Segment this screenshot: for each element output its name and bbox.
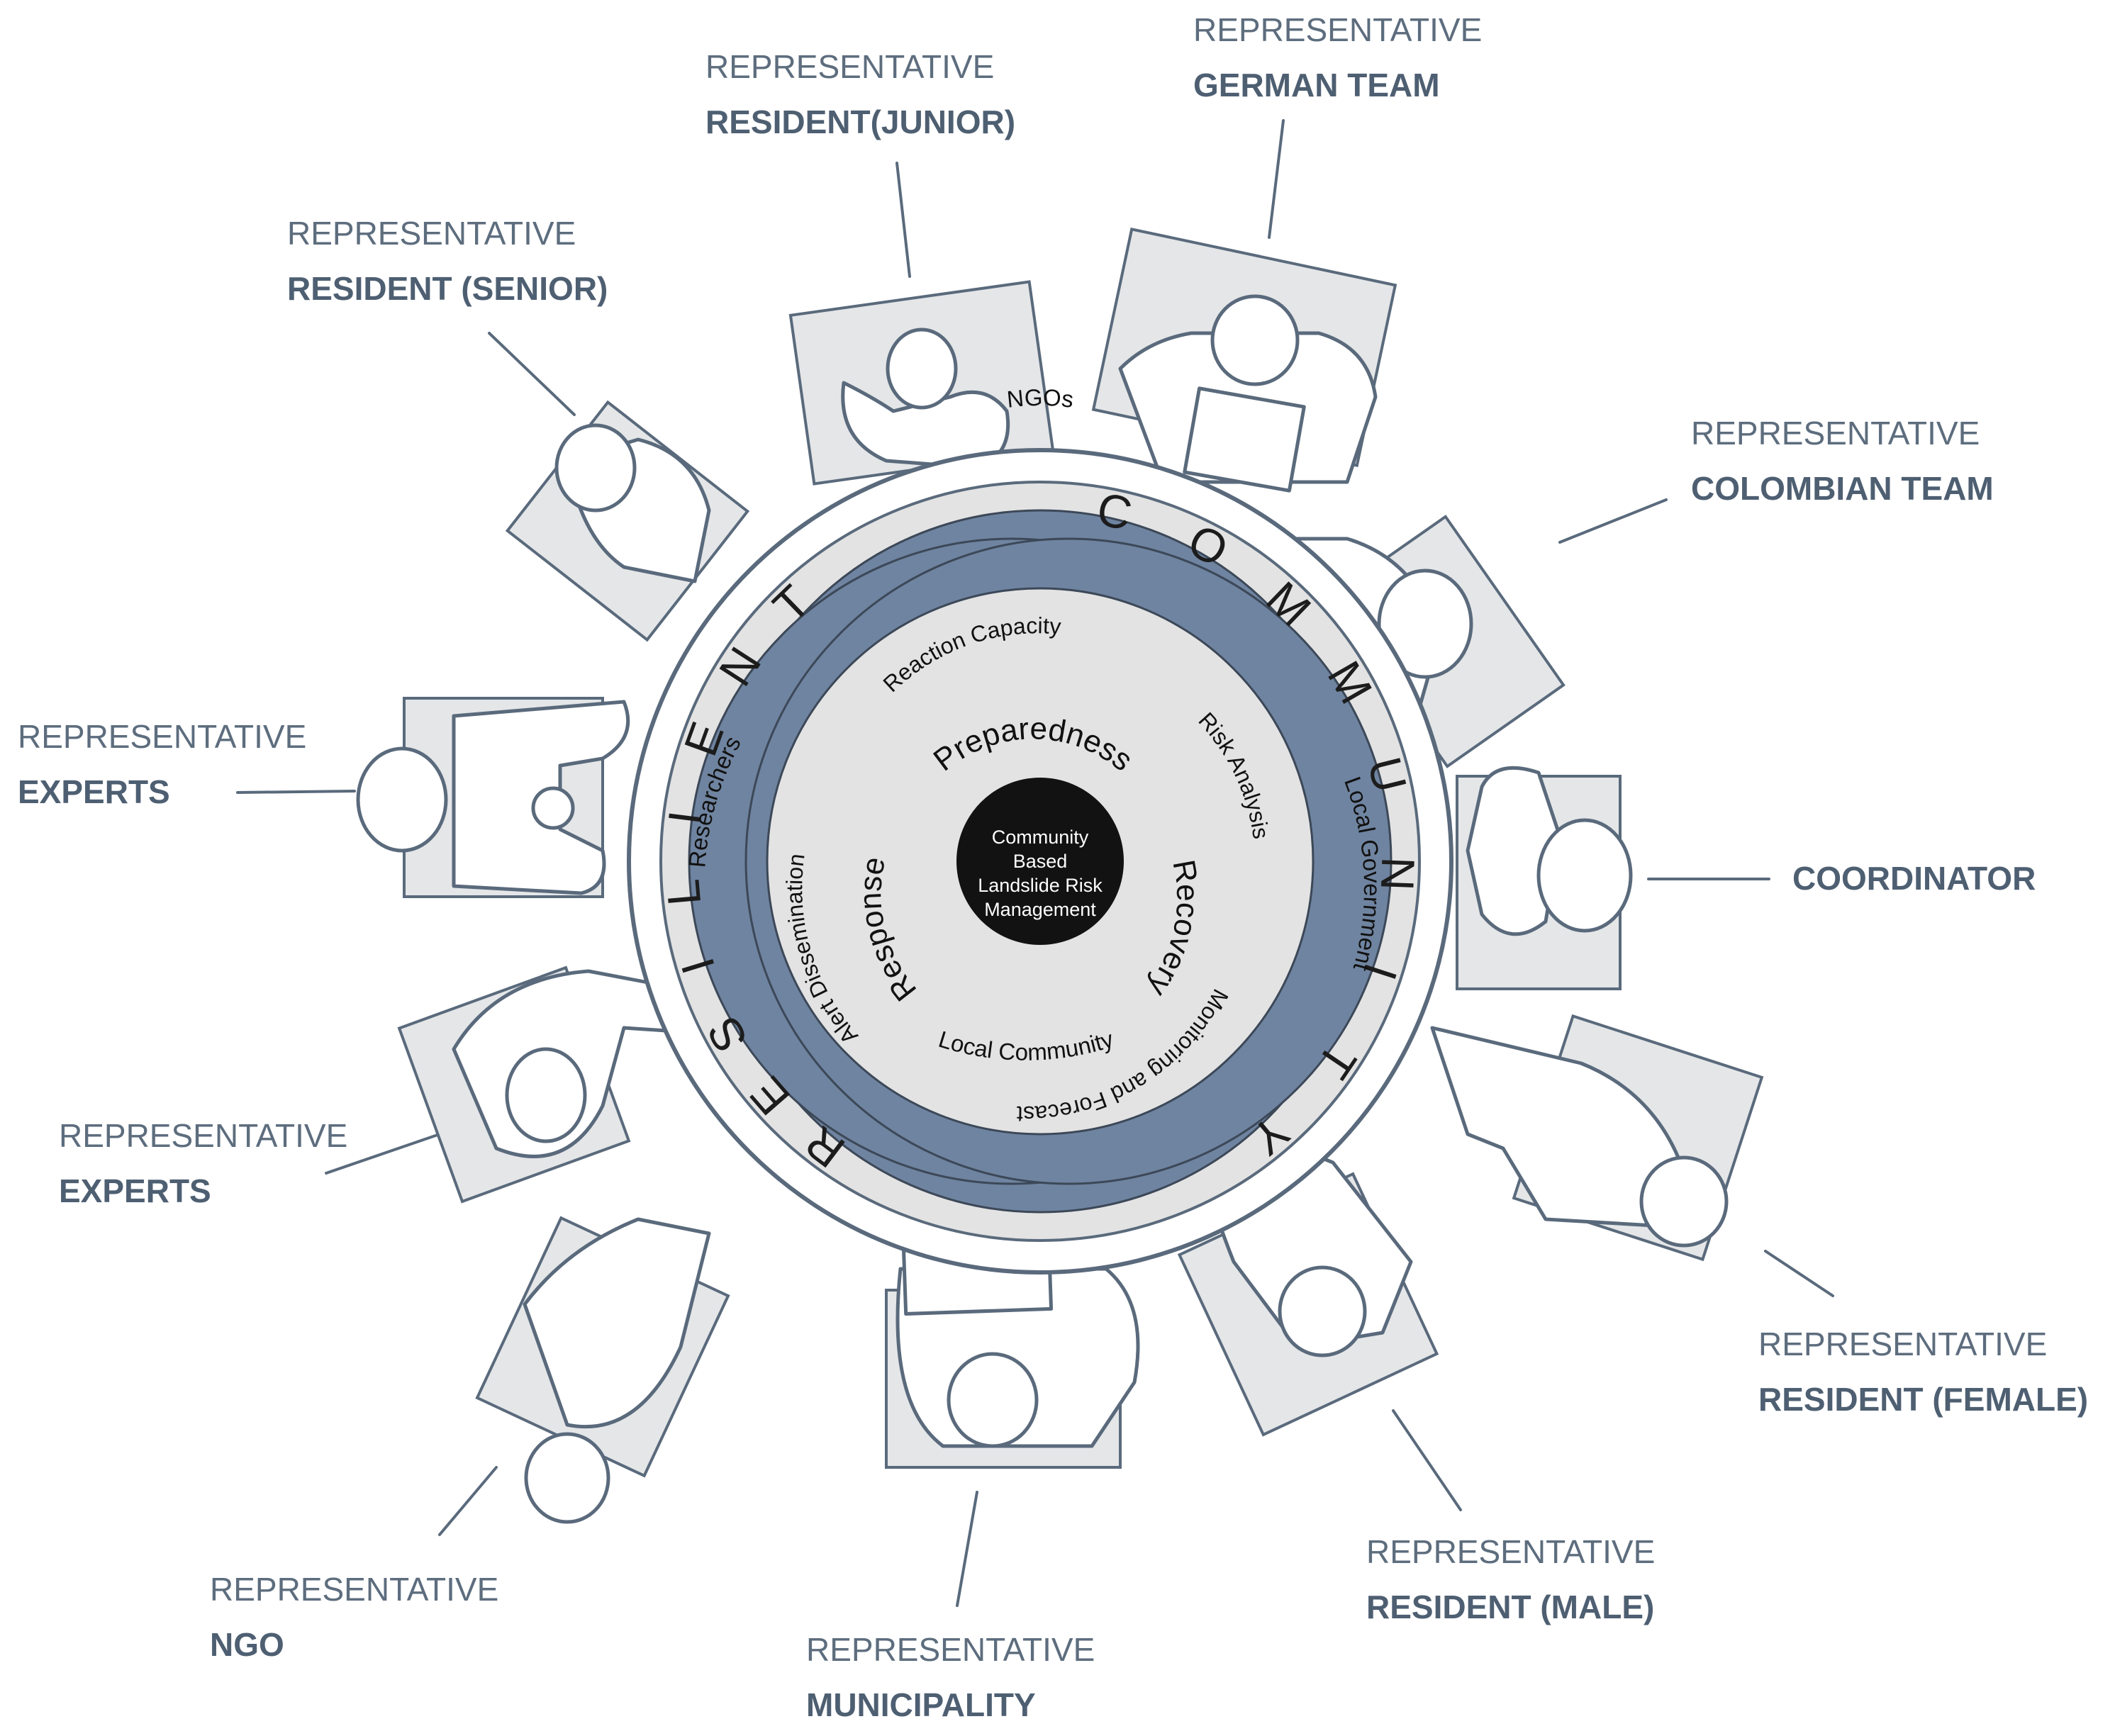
table (627, 448, 1453, 1275)
person-icon (356, 700, 630, 895)
person-icon (523, 1217, 711, 1524)
core-line-4: Management (984, 899, 1096, 920)
leader-german-team (1268, 119, 1285, 239)
label-resident-male-rep: REPRESENTATIVE (1366, 1533, 1655, 1570)
label-colombian-team-rep: REPRESENTATIVE (1691, 415, 1980, 452)
label-resident-male-role: RESIDENT (MALE) (1366, 1589, 1654, 1625)
leader-experts-lower (325, 1133, 441, 1175)
label-resident-female-rep: REPRESENTATIVE (1758, 1326, 2047, 1362)
person-icon (1466, 766, 1633, 936)
core-label: Community Based Landslide Risk Managemen… (978, 827, 1103, 920)
core-line-1: Community (992, 827, 1089, 848)
label-resident-junior-role: RESIDENT(JUNIOR) (705, 103, 1015, 140)
label-german-team-rep: REPRESENTATIVE (1193, 11, 1482, 48)
person-icon (1430, 1026, 1729, 1248)
label-ngo-role: NGO (210, 1626, 284, 1663)
label-resident-senior-role: RESIDENT (SENIOR) (287, 270, 608, 307)
leader-resident-junior (895, 162, 911, 278)
leader-ngo (438, 1466, 498, 1536)
person-laptop-icon (1118, 294, 1378, 493)
leader-colombian-team (1558, 498, 1668, 544)
label-experts-lower-rep: REPRESENTATIVE (59, 1117, 347, 1154)
label-resident-female-role: RESIDENT (FEMALE) (1758, 1381, 2088, 1418)
ring-letter: N (1371, 856, 1425, 892)
person-icon (554, 423, 711, 583)
label-experts-left-rep: REPRESENTATIVE (18, 718, 306, 755)
leader-lines (236, 119, 1834, 1607)
label-colombian-team-role: COLOMBIAN TEAM (1691, 470, 1994, 507)
label-municipality-role: MUNICIPALITY (806, 1686, 1036, 1723)
label-ngo-rep: REPRESENTATIVE (210, 1571, 498, 1608)
leader-resident-senior (488, 332, 576, 416)
leader-resident-male (1392, 1409, 1462, 1511)
person-icon (841, 327, 1010, 470)
label-resident-junior-rep: REPRESENTATIVE (705, 48, 994, 85)
label-experts-left-role: EXPERTS (18, 773, 170, 810)
core-circle (956, 778, 1124, 945)
core-line-2: Based (1013, 851, 1068, 872)
stakeholder-top-label: NGOs (1005, 384, 1075, 413)
leader-resident-female (1764, 1250, 1834, 1297)
label-german-team-role: GERMAN TEAM (1193, 67, 1440, 103)
leader-experts-left (236, 790, 356, 794)
ring-letter: L (656, 877, 710, 907)
participants-figures (356, 294, 1729, 1524)
label-experts-lower-role: EXPERTS (59, 1172, 211, 1209)
leader-municipality (956, 1491, 978, 1607)
participant-labels: REPRESENTATIVE RESIDENT(JUNIOR) REPRESEN… (18, 11, 2088, 1723)
label-coordinator-role: COORDINATOR (1792, 860, 2036, 897)
core-line-3: Landslide Risk (978, 875, 1103, 896)
label-resident-senior-rep: REPRESENTATIVE (287, 215, 576, 252)
label-municipality-rep: REPRESENTATIVE (806, 1631, 1095, 1668)
